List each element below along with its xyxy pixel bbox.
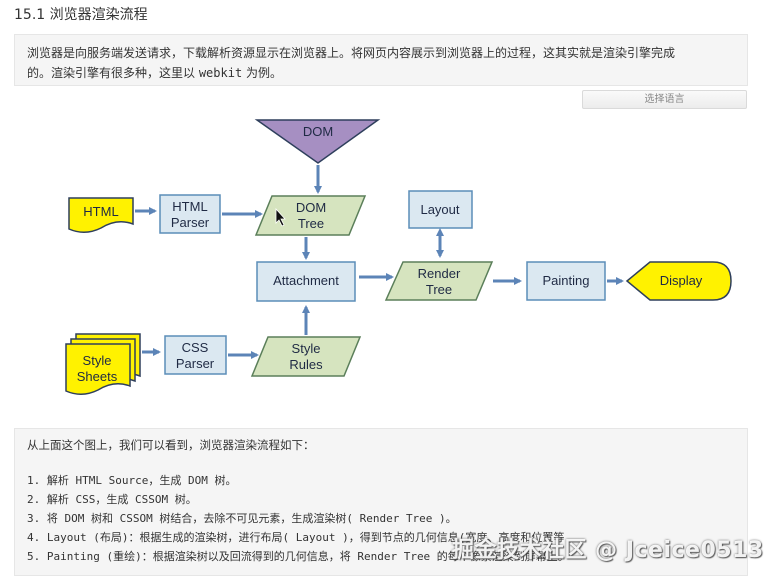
display-node: Display — [625, 261, 732, 301]
render-tree-node: Render Tree — [384, 261, 494, 301]
html-document-node: HTML — [68, 197, 134, 233]
dom-tree-label-1: DOM — [296, 200, 326, 215]
watermark: 掘金技术社区 @ Jceice0513 — [452, 538, 764, 563]
painting-node: Painting — [526, 261, 606, 301]
select-language-button[interactable]: 选择语言 — [582, 90, 747, 109]
dom-label: DOM — [303, 124, 333, 139]
style-rules-label-1: Style — [292, 341, 321, 356]
dom-tree-label-2: Tree — [298, 216, 324, 231]
page-title: 15.1 浏览器渲染流程 — [14, 7, 148, 23]
steps-section: 从上面这个图上，我们可以看到，浏览器渲染流程如下： 1. 解析 HTML Sou… — [14, 428, 748, 576]
step-item: 4. Layout (布局)：根据生成的渲染树，进行布局( Layout )，得… — [27, 531, 565, 544]
dom-tree-node: DOM Tree — [254, 195, 367, 236]
attachment-label: Attachment — [273, 273, 339, 288]
css-parser-label-2: Parser — [176, 356, 215, 371]
css-parser-label-1: CSS — [182, 340, 209, 355]
html-label: HTML — [83, 204, 118, 219]
intro-text-end: 为例。 — [242, 66, 283, 80]
attachment-node: Attachment — [256, 261, 356, 302]
html-parser-label-1: HTML — [172, 199, 207, 214]
style-sheets-node: Style Sheets — [65, 333, 141, 395]
dom-triangle-node: DOM — [254, 119, 381, 164]
render-tree-label-2: Tree — [426, 282, 452, 297]
layout-label: Layout — [420, 202, 459, 217]
step-item: 1. 解析 HTML Source，生成 DOM 树。 — [27, 474, 237, 487]
display-label: Display — [660, 273, 703, 288]
style-rules-label-2: Rules — [289, 357, 323, 372]
intro-paragraph: 浏览器是向服务端发送请求，下载解析资源显示在浏览器上。将网页内容展示到浏览器上的… — [14, 34, 748, 86]
rendering-flow-diagram: DOM HTML HTML Parser DOM Tree Layout Att… — [65, 119, 732, 395]
style-sheets-label-1: Style — [83, 353, 112, 368]
steps-intro: 从上面这个图上，我们可以看到，浏览器渲染流程如下： — [27, 438, 315, 452]
layout-node: Layout — [408, 190, 473, 229]
html-parser-label-2: Parser — [171, 215, 210, 230]
mouse-cursor-icon — [275, 207, 286, 227]
html-parser-node: HTML Parser — [159, 194, 221, 234]
intro-code: webkit — [198, 66, 243, 80]
render-tree-label-1: Render — [418, 266, 461, 281]
intro-text: 的。渲染引擎有很多种，这里以 — [27, 66, 199, 80]
intro-line-2: 的。渲染引擎有很多种，这里以 webkit 为例。 — [27, 63, 735, 83]
step-item: 2. 解析 CSS，生成 CSSOM 树。 — [27, 493, 197, 506]
css-parser-node: CSS Parser — [164, 335, 227, 375]
painting-label: Painting — [543, 273, 590, 288]
intro-line-1: 浏览器是向服务端发送请求，下载解析资源显示在浏览器上。将网页内容展示到浏览器上的… — [27, 46, 676, 60]
style-sheets-label-2: Sheets — [77, 369, 118, 384]
step-item: 3. 将 DOM 树和 CSSOM 树结合，去除不可见元素，生成渲染树( Ren… — [27, 512, 457, 525]
style-rules-node: Style Rules — [250, 336, 362, 377]
step-item: 5. Painting (重绘)：根据渲染树以及回流得到的几何信息，将 Rend… — [27, 550, 569, 563]
